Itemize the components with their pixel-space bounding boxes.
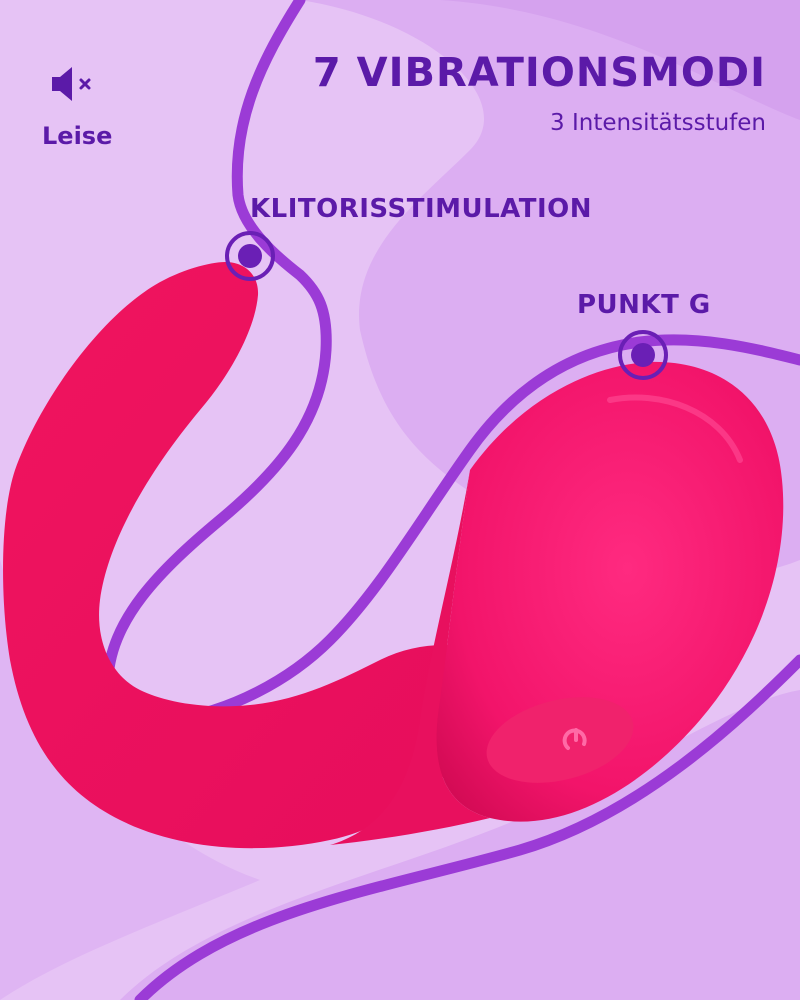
page-subtitle: 3 Intensitätsstufen bbox=[550, 110, 766, 136]
marker-clitoral bbox=[225, 231, 275, 281]
product-body-neck bbox=[330, 470, 490, 845]
label-gspot: PUNKT G bbox=[577, 290, 711, 320]
product-arm bbox=[3, 262, 501, 849]
bg-shape-left bbox=[0, 560, 260, 1000]
sound-label: Leise bbox=[42, 122, 113, 150]
product-button bbox=[486, 697, 634, 783]
power-icon bbox=[562, 728, 587, 750]
bg-shape-corner bbox=[440, 0, 800, 120]
page-title: 7 VIBRATIONSMODI bbox=[312, 50, 766, 96]
product-highlight bbox=[607, 394, 743, 463]
speaker-muted-icon bbox=[52, 67, 91, 101]
marker-gspot bbox=[618, 330, 668, 380]
label-clitoral: KLITORISSTIMULATION bbox=[250, 194, 593, 224]
product-body bbox=[436, 361, 784, 822]
